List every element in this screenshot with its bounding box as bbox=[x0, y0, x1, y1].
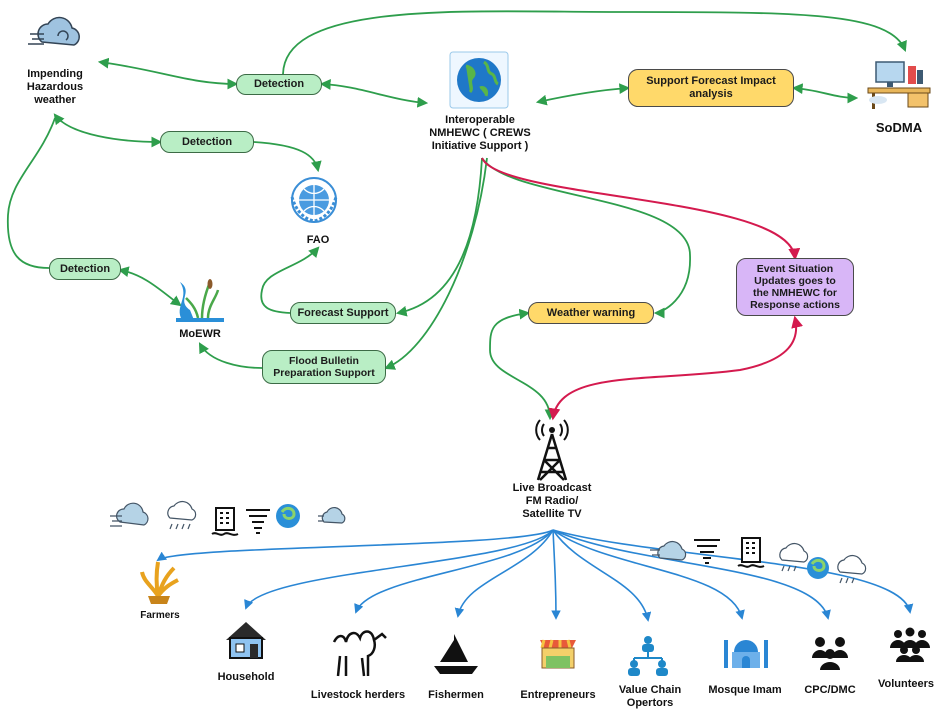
arrow-top-nmhewc-sodma bbox=[282, 10, 907, 75]
weather-warning-box: Weather warning bbox=[528, 302, 654, 324]
arrow-to-volunteers bbox=[552, 529, 914, 614]
arrow-detection1-nmhewc bbox=[319, 79, 429, 108]
arrow-nmhewc-eventsituation bbox=[481, 157, 801, 261]
arrow-broadcast-eventsituation bbox=[548, 315, 803, 421]
arrow-hazard-detection1 bbox=[97, 57, 239, 90]
workstation-icon bbox=[867, 61, 931, 109]
arrow-to-cpc bbox=[552, 529, 831, 620]
moewr-label: MoEWR bbox=[179, 328, 221, 340]
arrow-to-mosque bbox=[552, 529, 745, 620]
arrow-nmhewc-floodbulletin bbox=[384, 157, 488, 370]
storm-cloud-icon bbox=[28, 16, 80, 46]
camel-icon bbox=[332, 630, 387, 677]
flood-bulletin-box: Flood Bulletin Preparation Support bbox=[262, 350, 386, 384]
un-emblem-icon bbox=[290, 177, 338, 223]
wheat-icon bbox=[140, 561, 179, 604]
volunteers-label: Volunteers bbox=[877, 678, 935, 690]
globe-icon bbox=[449, 51, 509, 109]
forecast-support-box: Forecast Support bbox=[290, 302, 396, 324]
network-people-icon bbox=[628, 636, 668, 676]
entrepreneurs-label: Entrepreneurs bbox=[520, 689, 596, 701]
fao-label: FAO bbox=[306, 234, 330, 246]
detection-box-lower: Detection bbox=[49, 258, 121, 280]
arrow-floodbulletin-moewr bbox=[198, 342, 263, 369]
arrow-nmhewc-weatherwarning bbox=[481, 157, 691, 319]
arrow-detection2-fao bbox=[253, 141, 322, 173]
support-forecast-box: Support Forecast Impact analysis bbox=[628, 69, 794, 107]
nmhewc-label: Interoperable NMHEWC ( CREWS Initiative … bbox=[429, 114, 531, 153]
weather-hazard-icons bbox=[110, 500, 346, 536]
arrow-to-household bbox=[244, 529, 554, 610]
house-icon bbox=[226, 622, 266, 659]
arrow-to-farmers bbox=[156, 529, 554, 562]
arrow-to-fishermen bbox=[454, 529, 554, 618]
value-chain-label: Value Chain Opertors bbox=[618, 684, 682, 710]
broadcast-label: Live Broadcast FM Radio/ Satellite TV bbox=[512, 482, 592, 521]
mosque-icon bbox=[724, 640, 768, 668]
arrow-hazard-detection3 bbox=[6, 117, 56, 269]
household-label: Household bbox=[217, 671, 275, 683]
event-situation-box: Event Situation Updates goes to the NMHE… bbox=[736, 258, 854, 316]
cpc-label: CPC/DMC bbox=[804, 684, 856, 696]
group-icon bbox=[812, 637, 848, 670]
radio-tower-icon bbox=[535, 419, 569, 481]
arrow-to-livestock bbox=[354, 529, 554, 614]
arrow-detection3-moewr bbox=[117, 266, 182, 307]
arrow-nmhewc-supportforecast bbox=[535, 83, 631, 106]
livestock-label: Livestock herders bbox=[310, 689, 406, 701]
arrow-hazard-detection2 bbox=[53, 113, 163, 148]
market-stall-icon bbox=[540, 639, 576, 669]
fishermen-label: Fishermen bbox=[428, 689, 484, 701]
arrow-to-entrepreneurs bbox=[551, 529, 561, 620]
sailboat-icon bbox=[434, 632, 478, 674]
detection-box-top: Detection bbox=[236, 74, 322, 95]
mosque-label: Mosque Imam bbox=[708, 684, 782, 696]
volunteers-icon bbox=[890, 627, 930, 662]
water-reeds-icon bbox=[176, 279, 224, 322]
arrow-nmhewc-forecastsupport bbox=[395, 157, 483, 317]
farmers-label: Farmers bbox=[140, 610, 180, 621]
weather-hazard-icons-right bbox=[650, 537, 867, 584]
arrow-weatherwarning-broadcast bbox=[489, 308, 556, 421]
arrow-to-valuechain bbox=[552, 529, 652, 622]
arrow-supportforecast-sodma bbox=[791, 83, 859, 104]
hazard-label: Impending Hazardous weather bbox=[26, 68, 84, 107]
arrow-fao-forecastsupport bbox=[260, 246, 320, 314]
sodma-label: SoDMA bbox=[875, 120, 923, 135]
detection-box-middle: Detection bbox=[160, 131, 254, 153]
